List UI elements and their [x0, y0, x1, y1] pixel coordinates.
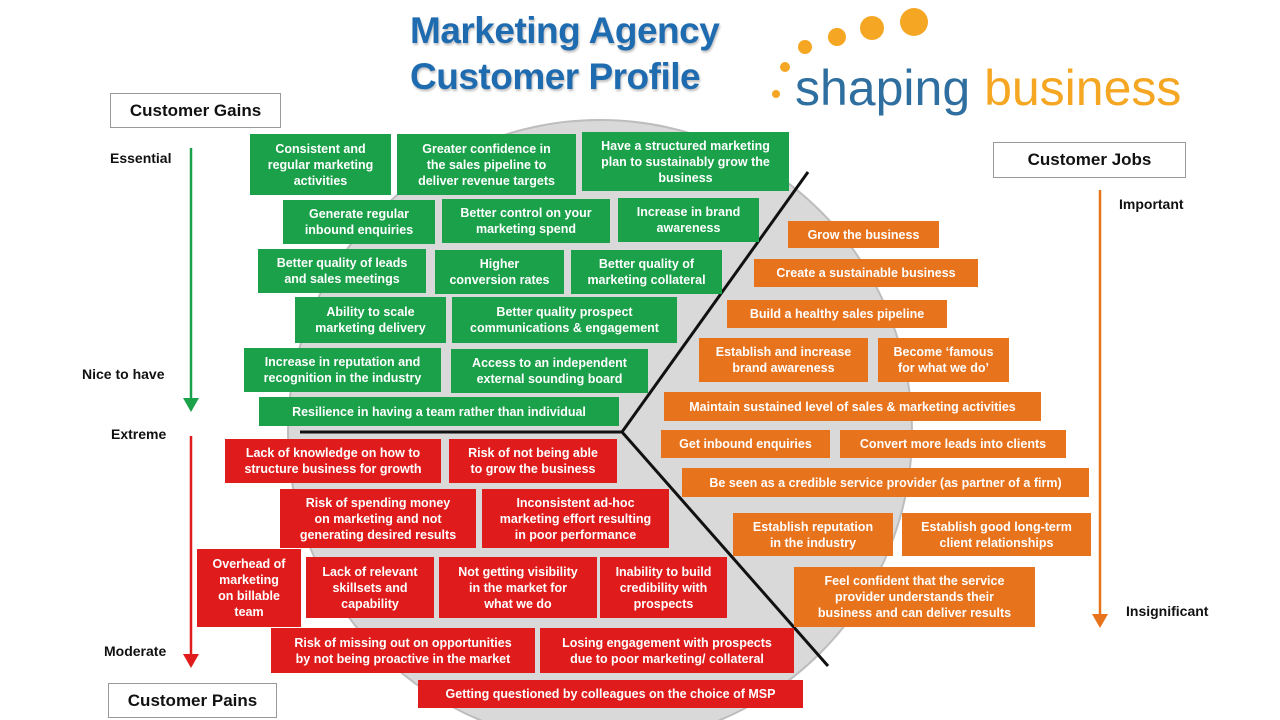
customer-jobs-header: Customer Jobs [993, 142, 1186, 178]
scale-important: Important [1119, 196, 1184, 212]
job-item: Be seen as a credible service provider (… [682, 468, 1089, 497]
logo-word-business: business [984, 60, 1182, 116]
scale-nice-to-have: Nice to have [82, 366, 165, 382]
customer-pains-header: Customer Pains [108, 683, 277, 718]
gain-item: Higher conversion rates [435, 250, 564, 294]
job-item: Establish and increase brand awareness [699, 338, 868, 382]
gain-item: Greater confidence in the sales pipeline… [397, 134, 576, 195]
logo-dot [798, 40, 812, 54]
title-line-2: Customer Profile [410, 56, 701, 97]
logo-dot [780, 62, 790, 72]
scale-essential: Essential [110, 150, 172, 166]
job-item: Feel confident that the service provider… [794, 567, 1035, 627]
divider-gains-jobs [620, 171, 810, 433]
pain-item: Not getting visibility in the market for… [439, 557, 597, 618]
pains-arrow-head [183, 654, 199, 668]
logo-text: shaping business [795, 58, 1181, 118]
gain-item: Increase in reputation and recognition i… [244, 348, 441, 392]
job-item: Become ‘famous for what we do’ [878, 338, 1009, 382]
title-line-1: Marketing Agency [410, 10, 720, 51]
job-item: Build a healthy sales pipeline [727, 300, 947, 328]
gain-item: Better quality of leads and sales meetin… [258, 249, 426, 293]
scale-moderate: Moderate [104, 643, 167, 659]
gains-arrow-head [183, 398, 199, 412]
logo [770, 4, 1200, 124]
scale-insignificant: Insignificant [1126, 603, 1209, 619]
job-item: Get inbound enquiries [661, 430, 830, 458]
pain-item: Risk of spending money on marketing and … [280, 489, 476, 548]
gain-item: Generate regular inbound enquiries [283, 200, 435, 244]
gain-item: Access to an independent external soundi… [451, 349, 648, 393]
pain-item: Inability to build credibility with pros… [600, 557, 727, 618]
job-item: Establish reputation in the industry [733, 513, 893, 556]
pain-item: Overhead of marketing on billable team [197, 549, 301, 627]
pain-item: Losing engagement with prospects due to … [540, 628, 794, 673]
gain-item: Better quality of marketing collateral [571, 250, 722, 294]
pain-item: Lack of relevant skillsets and capabilit… [306, 557, 434, 618]
job-item: Convert more leads into clients [840, 430, 1066, 458]
logo-dot [828, 28, 846, 46]
gain-item: Better control on your marketing spend [442, 199, 610, 243]
customer-gains-header: Customer Gains [110, 93, 281, 128]
gain-item: Resilience in having a team rather than … [259, 397, 619, 426]
pain-item: Risk of not being able to grow the busin… [449, 439, 617, 483]
logo-dot [900, 8, 928, 36]
job-item: Create a sustainable business [754, 259, 978, 287]
job-item: Establish good long-term client relation… [902, 513, 1091, 556]
pain-item: Lack of knowledge on how to structure bu… [225, 439, 441, 483]
gain-item: Ability to scale marketing delivery [295, 297, 446, 343]
pain-item: Risk of missing out on opportunities by … [271, 628, 535, 673]
gain-item: Better quality prospect communications &… [452, 297, 677, 343]
gain-item: Have a structured marketing plan to sust… [582, 132, 789, 191]
page-title: Marketing Agency Customer Profile [410, 8, 720, 100]
logo-word-shaping: shaping [795, 60, 971, 116]
logo-dot [860, 16, 884, 40]
job-item: Grow the business [788, 221, 939, 248]
scale-extreme: Extreme [111, 426, 167, 442]
pain-item: Inconsistent ad-hoc marketing effort res… [482, 489, 669, 548]
logo-dot [772, 90, 780, 98]
jobs-arrow-head [1092, 614, 1108, 628]
gain-item: Consistent and regular marketing activit… [250, 134, 391, 195]
job-item: Maintain sustained level of sales & mark… [664, 392, 1041, 421]
pain-item: Getting questioned by colleagues on the … [418, 680, 803, 708]
gain-item: Increase in brand awareness [618, 198, 759, 242]
divider-pains-jobs [620, 431, 830, 667]
